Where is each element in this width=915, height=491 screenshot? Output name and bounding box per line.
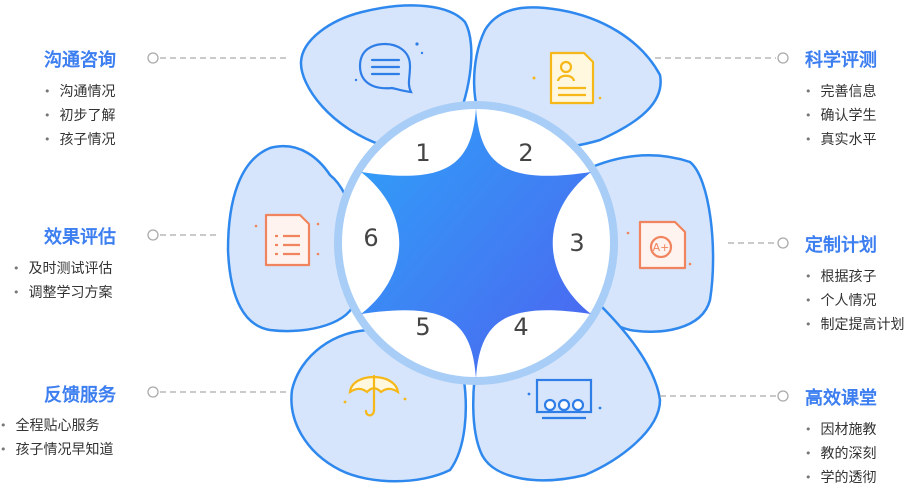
section-list-3: 根据孩子 个人情况 制定提高计划 (805, 265, 905, 337)
section-title-1: 沟通咨询 (44, 50, 116, 71)
list-item: 完善信息 (805, 80, 877, 104)
umbrella-icon (343, 374, 407, 417)
section-list-4: 因材施教 教的深刻 学的透彻 (805, 418, 877, 490)
connectors (147, 52, 789, 402)
grade-a-plus-document-icon: A+ (626, 220, 692, 270)
list-item: 因材施教 (805, 418, 877, 442)
section-title-2: 科学评测 (805, 50, 877, 71)
list-item: 确认学生 (805, 104, 877, 128)
list-item: 教的深刻 (805, 442, 877, 466)
section-number-1: 1 (415, 139, 430, 167)
section-number-6: 6 (363, 224, 378, 252)
section-title-6: 效果评估 (44, 227, 116, 248)
list-item: 根据孩子 (805, 265, 905, 289)
checklist-document-icon (254, 213, 320, 267)
section-title-3: 定制计划 (805, 235, 877, 256)
section-number-2: 2 (518, 139, 533, 167)
section-list-5: 全程贴心服务 孩子情况早知道 (0, 414, 114, 462)
list-item: 沟通情况 (44, 80, 116, 104)
profile-document-icon (532, 51, 602, 105)
list-item: 个人情况 (805, 289, 905, 313)
center-star (361, 108, 591, 378)
list-item: 初步了解 (44, 104, 116, 128)
section-title-4: 高效课堂 (805, 388, 877, 409)
list-item: 调整学习方案 (13, 281, 113, 305)
list-item: 孩子情况早知道 (0, 438, 114, 462)
list-item: 孩子情况 (44, 128, 116, 152)
section-numbers: 1 2 3 4 5 6 (363, 139, 584, 341)
svg-text:A+: A+ (653, 241, 670, 254)
list-item: 及时测试评估 (13, 257, 113, 281)
section-list-2: 完善信息 确认学生 真实水平 (805, 80, 877, 152)
chat-bubble-icon (354, 42, 424, 94)
list-item: 学的透彻 (805, 466, 877, 490)
list-item: 制定提高计划 (805, 313, 905, 337)
list-item: 全程贴心服务 (0, 414, 114, 438)
section-title-5: 反馈服务 (44, 385, 116, 406)
section-list-1: 沟通情况 初步了解 孩子情况 (44, 80, 116, 152)
section-number-3: 3 (569, 229, 584, 257)
list-item: 真实水平 (805, 128, 877, 152)
classroom-icon (527, 378, 602, 420)
section-list-6: 及时测试评估 调整学习方案 (13, 257, 113, 305)
section-number-5: 5 (415, 313, 430, 341)
section-number-4: 4 (513, 313, 528, 341)
